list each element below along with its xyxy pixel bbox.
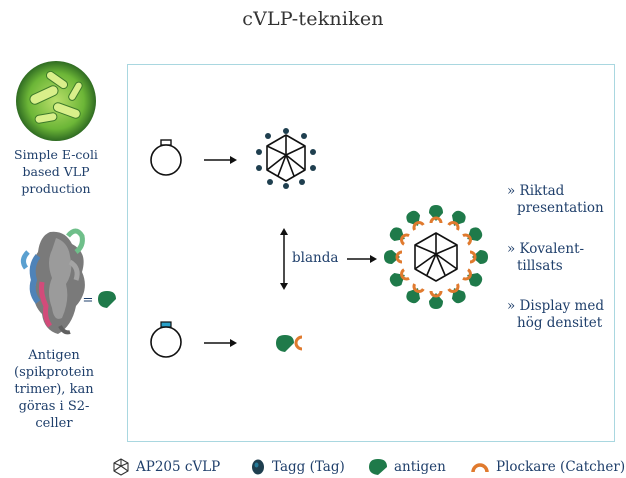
- legend-item-tag: Tagg (Tag): [250, 458, 345, 476]
- page-title: cVLP-tekniken: [242, 8, 384, 30]
- legend-label-tag: Tagg (Tag): [272, 459, 345, 475]
- legend-item-vlp: AP205 cVLP: [112, 458, 220, 476]
- plasmid-icon: [150, 139, 182, 176]
- catcher-icon: [471, 463, 489, 473]
- bullet-targeted-presentation: » Riktad presentation: [507, 183, 604, 216]
- plasmid-antigen-icon: [150, 321, 182, 358]
- legend-item-antigen: antigen: [368, 458, 446, 476]
- vlp-icon: [113, 458, 129, 476]
- decorated-vlp-icon: [384, 205, 488, 309]
- antigen-icon: [369, 459, 387, 475]
- antigen-catcher-icon: [276, 335, 303, 352]
- bullet-high-density: » Display med hög densitet: [507, 298, 604, 331]
- vlp-with-tags-icon: [256, 128, 316, 189]
- process-frame: [127, 64, 615, 442]
- ecoli-caption: Simple E-coli based VLP production: [14, 147, 98, 196]
- tag-icon: [252, 459, 264, 475]
- ecoli-image: [16, 61, 96, 141]
- arrow-icon: [204, 339, 237, 347]
- antigen-caption: Antigen (spikprotein trimer), kan göras …: [14, 348, 94, 431]
- arrow-icon: [347, 255, 377, 263]
- antigen-icon: [98, 291, 116, 308]
- equals-sign: =: [82, 293, 94, 308]
- spike-protein-image: [20, 228, 85, 335]
- legend-label-antigen: antigen: [394, 459, 446, 475]
- legend-label-catcher: Plockare (Catcher): [496, 459, 626, 475]
- bullet-covalent-addition: » Kovalent-tillsats: [507, 241, 585, 274]
- double-arrow-icon: [280, 228, 288, 290]
- legend: AP205 cVLP Tagg (Tag) antigen Plockare (…: [112, 458, 625, 478]
- arrow-icon: [204, 156, 237, 164]
- mix-label: blanda: [292, 250, 339, 266]
- legend-item-catcher: Plockare (Catcher): [470, 458, 625, 476]
- legend-label-vlp: AP205 cVLP: [136, 459, 221, 475]
